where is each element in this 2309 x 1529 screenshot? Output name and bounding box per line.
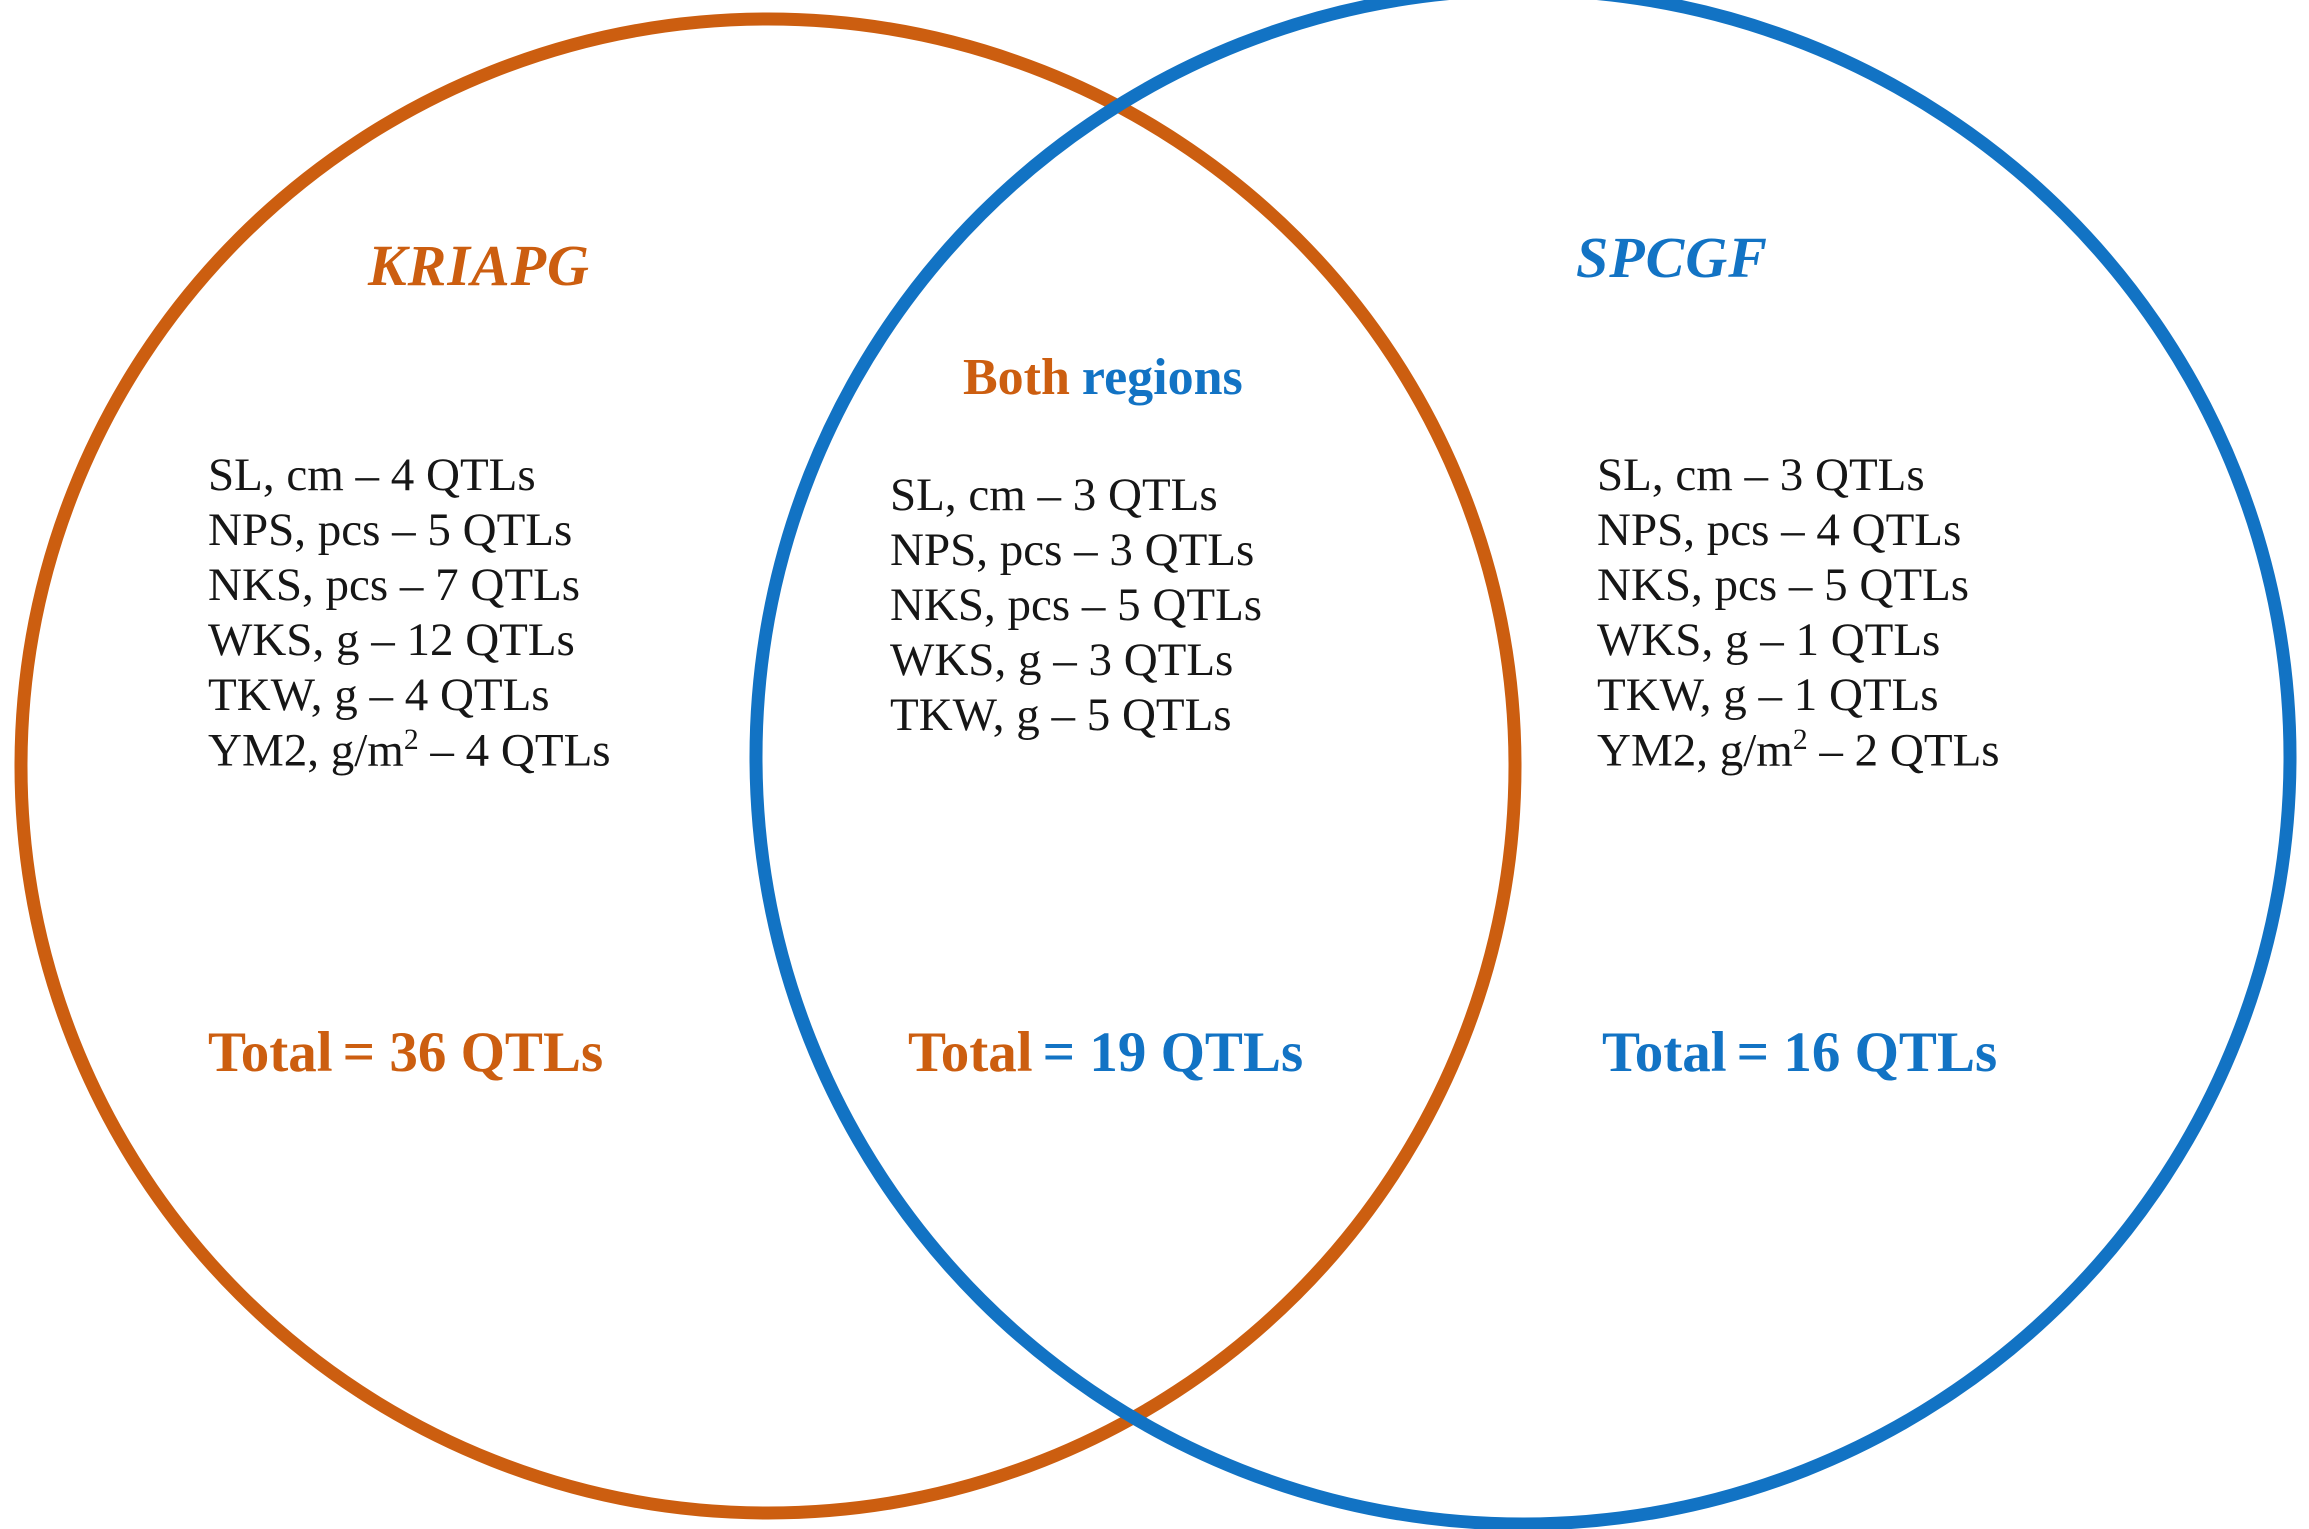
trait-count: – 4 QTLs <box>418 724 611 777</box>
trait-row: SL, cm – 3 QTLs <box>1597 449 1925 501</box>
trait-unit-exponent: 2 <box>403 724 419 756</box>
set-title-right: SPCGF <box>1576 225 1768 290</box>
total-label: Total <box>1602 1021 1727 1084</box>
trait-row: YM2, g/m2 – 2 QTLs <box>1597 723 2000 778</box>
trait-row: SL, cm – 3 QTLs <box>890 469 1218 521</box>
trait-row: TKW, g – 4 QTLs <box>208 669 550 721</box>
trait-row: SL, cm – 4 QTLs <box>208 449 536 501</box>
trait-list-left: SL, cm – 4 QTLs NPS, pcs – 5 QTLs NKS, p… <box>208 448 611 778</box>
venn-circle-left <box>14 12 1522 1520</box>
total-right: Total= 16 QTLs <box>1602 1020 1997 1085</box>
trait-list-right: SL, cm – 3 QTLs NPS, pcs – 4 QTLs NKS, p… <box>1597 448 2000 778</box>
total-left: Total= 36 QTLs <box>208 1020 603 1085</box>
trait-row: WKS, g – 3 QTLs <box>890 634 1234 686</box>
trait-row: WKS, g – 1 QTLs <box>1597 614 1941 666</box>
trait-row: NPS, pcs – 4 QTLs <box>1597 504 1962 556</box>
total-value: = 19 QTLs <box>1042 1021 1304 1084</box>
venn-circle-right <box>749 0 2297 1529</box>
trait-row: NPS, pcs – 5 QTLs <box>208 504 573 556</box>
trait-unit-exponent: 2 <box>1792 724 1808 756</box>
total-label: Total <box>908 1021 1033 1084</box>
intersection-heading-part1: Both <box>963 349 1070 406</box>
intersection-heading-part2: regions <box>1081 349 1243 406</box>
trait-name: YM2, g/m <box>1597 724 1793 777</box>
trait-row: WKS, g – 12 QTLs <box>208 614 575 666</box>
trait-row: TKW, g – 1 QTLs <box>1597 669 1939 721</box>
total-intersection: Total= 19 QTLs <box>908 1020 1303 1085</box>
trait-name: YM2, g/m <box>208 724 404 777</box>
trait-row: NKS, pcs – 5 QTLs <box>890 579 1263 631</box>
total-value: = 36 QTLs <box>342 1021 604 1084</box>
total-label: Total <box>208 1021 333 1084</box>
trait-row: YM2, g/m2 – 4 QTLs <box>208 723 611 778</box>
trait-row: NKS, pcs – 5 QTLs <box>1597 559 1970 611</box>
total-value: = 16 QTLs <box>1736 1021 1998 1084</box>
set-title-left: KRIAPG <box>368 233 590 298</box>
trait-row: TKW, g – 5 QTLs <box>890 689 1232 741</box>
trait-list-intersection: SL, cm – 3 QTLs NPS, pcs – 3 QTLs NKS, p… <box>890 468 1262 743</box>
trait-row: NPS, pcs – 3 QTLs <box>890 524 1255 576</box>
trait-count: – 2 QTLs <box>1807 724 2000 777</box>
trait-row: NKS, pcs – 7 QTLs <box>208 559 581 611</box>
